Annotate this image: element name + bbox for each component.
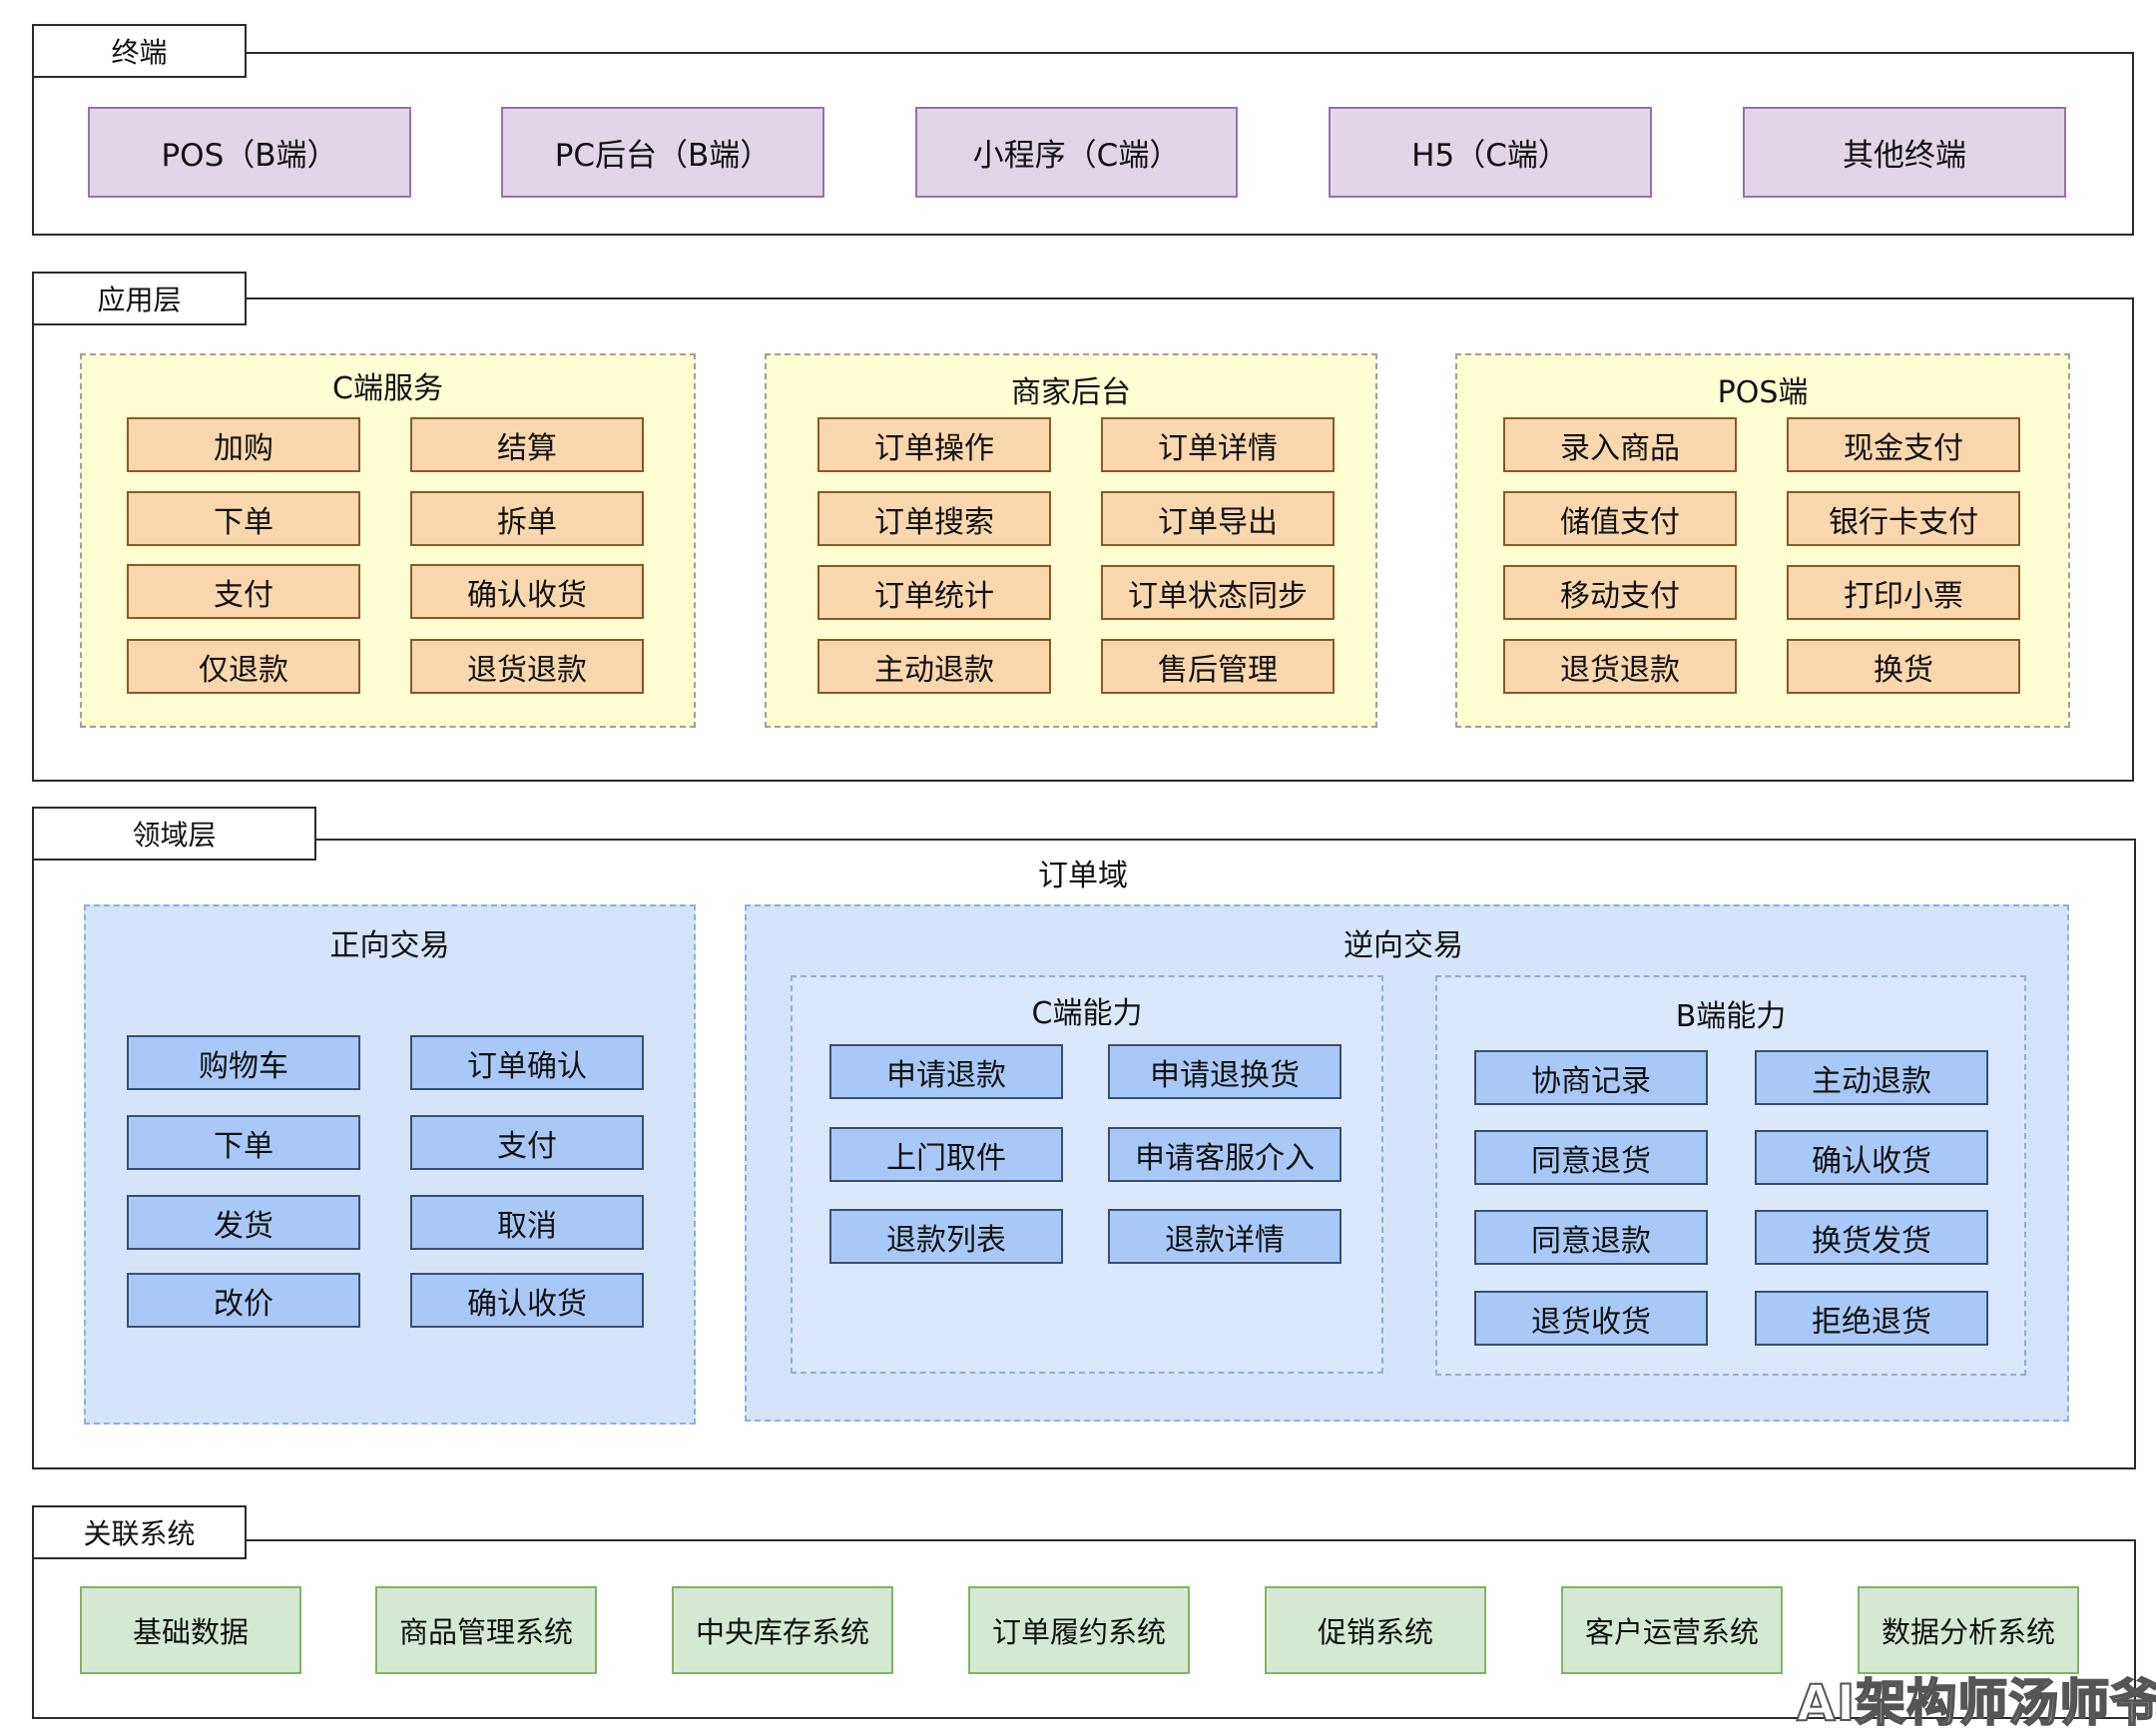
forward-change-price: 改价: [127, 1273, 360, 1328]
c-service-title: C端服务: [332, 371, 443, 406]
c-ability-refund-detail: 退款详情: [1108, 1209, 1342, 1264]
c-service-split-order: 拆单: [410, 491, 644, 546]
b-ability-return-receive: 退货收货: [1474, 1291, 1708, 1346]
b-ability-exchange-ship: 换货发货: [1755, 1210, 1988, 1265]
pos-bank-card-payment: 银行卡支付: [1787, 491, 2020, 546]
related-base-data: 基础数据: [80, 1586, 301, 1674]
merchant-order-export: 订单导出: [1101, 491, 1335, 546]
related-promotion: 促销系统: [1265, 1586, 1486, 1674]
c-service-confirm-receipt: 确认收货: [410, 564, 644, 619]
b-ability-agree-refund: 同意退款: [1474, 1210, 1708, 1265]
merchant-order-operation: 订单操作: [817, 417, 1051, 472]
terminal-h5-c: H5（C端）: [1329, 107, 1652, 198]
pos-return-refund: 退货退款: [1503, 639, 1737, 694]
c-ability-refund-list: 退款列表: [829, 1209, 1063, 1264]
terminal-other: 其他终端: [1743, 107, 2066, 198]
pos-mobile-payment: 移动支付: [1503, 565, 1737, 620]
c-service-pay: 支付: [127, 564, 360, 619]
merchant-order-status-sync: 订单状态同步: [1101, 565, 1335, 620]
c-ability-apply-refund: 申请退款: [829, 1044, 1063, 1099]
forward-cancel: 取消: [410, 1195, 644, 1250]
b-ability-negotiation-record: 协商记录: [1474, 1050, 1708, 1105]
c-service-return-refund: 退货退款: [410, 639, 644, 694]
b-ability-title: B端能力: [1675, 999, 1787, 1034]
related-customer-operation: 客户运营系统: [1561, 1586, 1783, 1674]
terminal-miniprogram-c: 小程序（C端）: [915, 107, 1238, 198]
c-service-refund-only: 仅退款: [127, 639, 360, 694]
forward-confirm-receipt: 确认收货: [410, 1273, 644, 1328]
forward-shopping-cart: 购物车: [127, 1035, 360, 1090]
merchant-after-sales: 售后管理: [1101, 639, 1335, 694]
c-service-checkout: 结算: [410, 417, 644, 472]
forward-trade-title: 正向交易: [329, 928, 450, 963]
c-service-add-cart: 加购: [127, 417, 360, 472]
pos-cash-payment: 现金支付: [1787, 417, 2020, 472]
pos-enter-product: 录入商品: [1503, 417, 1737, 472]
application-tab: 应用层: [32, 272, 247, 325]
merchant-active-refund: 主动退款: [817, 639, 1051, 694]
merchant-order-search: 订单搜索: [817, 491, 1051, 546]
pos-title: POS端: [1717, 375, 1809, 410]
b-ability-agree-return: 同意退货: [1474, 1130, 1708, 1185]
c-service-place-order: 下单: [127, 491, 360, 546]
terminal-pc-admin-b: PC后台（B端）: [501, 107, 824, 198]
forward-ship: 发货: [127, 1195, 360, 1250]
c-ability-apply-return-exchange: 申请退换货: [1108, 1044, 1342, 1099]
forward-order-confirm: 订单确认: [410, 1035, 644, 1090]
pos-exchange: 换货: [1787, 639, 2020, 694]
reverse-trade-title: 逆向交易: [1344, 928, 1463, 963]
pos-print-receipt: 打印小票: [1787, 565, 2020, 620]
c-ability-door-pickup: 上门取件: [829, 1127, 1063, 1182]
terminal-pos-b: POS（B端）: [88, 107, 411, 198]
related-order-fulfillment: 订单履约系统: [968, 1586, 1190, 1674]
b-ability-reject-return: 拒绝退货: [1755, 1291, 1988, 1346]
b-ability-active-refund: 主动退款: [1755, 1050, 1988, 1105]
related-data-analysis: 数据分析系统: [1858, 1586, 2079, 1674]
related-product-management: 商品管理系统: [375, 1586, 597, 1674]
c-ability-title: C端能力: [1031, 996, 1143, 1031]
merchant-order-statistics: 订单统计: [817, 565, 1051, 620]
terminal-tab: 终端: [32, 24, 247, 78]
related-central-inventory: 中央库存系统: [672, 1586, 893, 1674]
forward-pay: 支付: [410, 1115, 644, 1170]
b-ability-confirm-receipt: 确认收货: [1755, 1130, 1988, 1185]
order-domain-title: 订单域: [1038, 859, 1128, 893]
merchant-order-detail: 订单详情: [1101, 417, 1335, 472]
related-tab: 关联系统: [32, 1505, 247, 1559]
pos-stored-value-payment: 储值支付: [1503, 491, 1737, 546]
watermark: AI架构师汤师爷: [1796, 1673, 2156, 1733]
forward-place-order: 下单: [127, 1115, 360, 1170]
c-ability-customer-service: 申请客服介入: [1108, 1127, 1342, 1182]
merchant-title: 商家后台: [1011, 375, 1131, 410]
domain-tab: 领域层: [32, 807, 316, 861]
